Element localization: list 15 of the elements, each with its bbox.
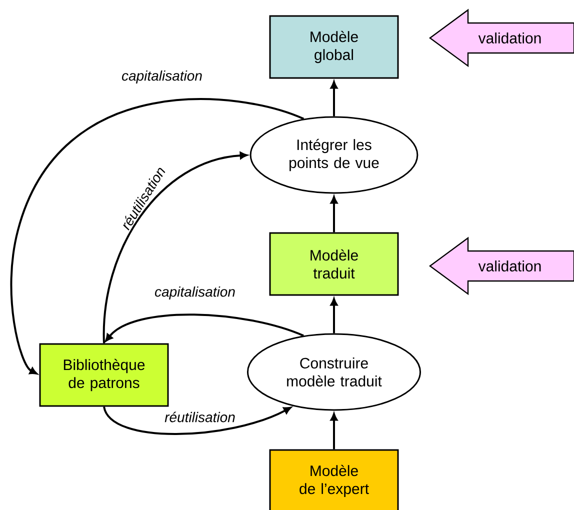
arrow [10,98,304,374]
arrow [330,413,338,450]
process-box: Modèle de l’expert [269,449,399,510]
arrow [330,196,338,232]
arrow [330,298,338,334]
edge-label: capitalisation [120,69,204,85]
process-box: Modèle global [269,15,399,79]
arrow [330,81,338,116]
arrow [105,314,304,342]
edge-label: capitalisation [154,285,236,301]
edge-label: réutilisation [164,410,236,424]
arrow [103,406,292,435]
arrow [103,152,248,344]
process-box: Modèle traduit [269,232,399,296]
process-box: Bibliothèque de patrons [39,343,169,407]
